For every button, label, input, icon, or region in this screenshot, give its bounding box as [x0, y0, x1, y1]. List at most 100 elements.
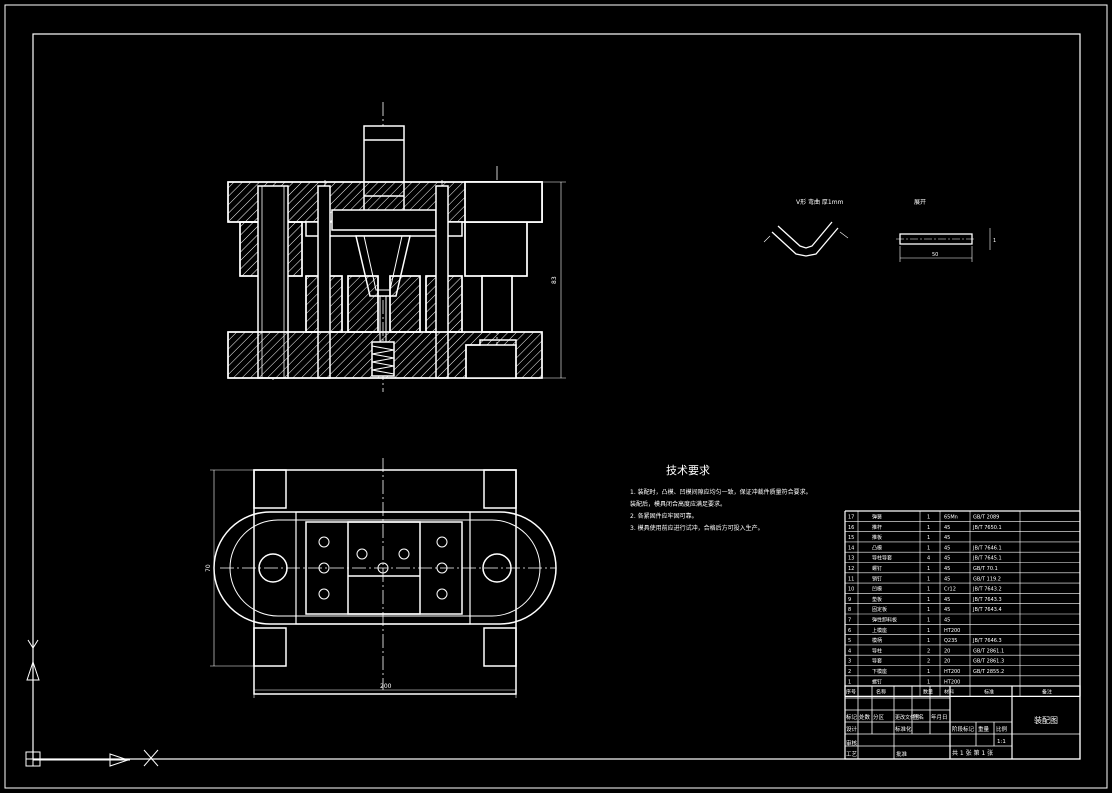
tech-req-line-3: 2. 各紧固件应牢固可靠。 [630, 512, 698, 520]
inner-border [32, 33, 1081, 760]
bom-cell-material: 45 [944, 556, 950, 562]
bom-cell-material: HT200 [944, 679, 960, 685]
bom-cell-qty: 1 [927, 638, 930, 644]
bom-cell-qty: 1 [927, 515, 930, 521]
bom-cell-name: 下模座 [872, 668, 887, 675]
ucs-icon [25, 639, 159, 767]
plan-height-dim: 70 [205, 564, 212, 572]
bom-cell-no: 3 [848, 659, 851, 665]
bom-cell-name: 推杆 [872, 524, 882, 531]
tb-approve: 批准 [896, 750, 908, 758]
bom-cell-material: 45 [944, 607, 950, 613]
bom-cell-qty: 2 [927, 648, 930, 654]
tech-req-title: 技术要求 [666, 464, 710, 477]
plan-width-dim: 200 [380, 683, 392, 690]
bom-cell-note: GB/T 119.2 [973, 576, 1001, 582]
section-view [227, 102, 566, 392]
tb-zone: 分区 [873, 713, 885, 721]
bom-cell-no: 15 [848, 535, 854, 541]
title-block [844, 685, 1081, 760]
bom-cell-note: JB/T 7650.1 [972, 525, 1002, 531]
bom-header-standard: 标准 [984, 689, 994, 696]
bom-cell-note: JB/T 7643.2 [972, 587, 1002, 593]
tb-process: 工艺 [846, 751, 858, 758]
bom-cell-material: 45 [944, 525, 950, 531]
bom-cell-no: 2 [848, 669, 851, 675]
bom-cell-no: 10 [848, 587, 854, 593]
bom-cell-note: GB/T 2861.1 [973, 648, 1004, 654]
tb-count: 处数 [859, 713, 871, 721]
tech-req-line-1: 1. 装配时，凸模、凹模间隙应均匀一致，保证冲裁件质量符合要求。 [630, 488, 812, 496]
tb-sign: 签名 [913, 713, 924, 721]
bom-cell-no: 12 [848, 566, 854, 572]
bom-cell-qty: 1 [927, 597, 930, 603]
bom-cell-qty: 1 [927, 535, 930, 541]
bom-cell-name: 导柱导套 [872, 555, 892, 562]
bom-cell-material: 45 [944, 566, 950, 572]
tb-mark: 标记 [846, 713, 858, 721]
bom-cell-qty: 1 [927, 628, 930, 634]
blank-part-sketch [896, 228, 991, 262]
bom-cell-note: JB/T 7645.1 [972, 556, 1002, 562]
bom-cell-note: JB/T 7643.4 [972, 607, 1002, 613]
section-height-dim: 83 [551, 276, 558, 284]
bom-cell-name: 弹性卸料板 [872, 617, 897, 624]
bom-cell-no: 1 [848, 679, 851, 685]
bom-cell-material: 65Mn [944, 515, 958, 521]
tech-req-line-4: 3. 模具使用前应进行试冲，合格后方可投入生产。 [630, 524, 764, 532]
bom-cell-no: 13 [848, 556, 854, 562]
bom-header-name: 名称 [876, 689, 886, 696]
bom-cell-material: 45 [944, 545, 950, 551]
bom-cell-no: 11 [848, 576, 854, 582]
bom-cell-name: 导套 [872, 658, 882, 665]
bom-cell-name: 销钉 [872, 575, 882, 582]
blank-part-label: 展开 [914, 199, 926, 206]
bom-cell-no: 17 [848, 515, 854, 521]
plan-view [210, 458, 557, 698]
bom-cell-note: JB/T 7646.1 [972, 545, 1002, 551]
bom-cell-name: 垫板 [872, 596, 882, 603]
bom-cell-qty: 1 [927, 607, 930, 613]
blank-length-dim: 50 [932, 252, 938, 258]
bom-cell-no: 9 [848, 597, 851, 603]
bom-header-note: 备注 [1042, 689, 1052, 696]
bom-cell-material: 20 [944, 648, 950, 654]
bom-cell-name: 凹模 [872, 586, 882, 593]
tb-scale: 比例 [996, 725, 1008, 733]
bom-cell-material: 45 [944, 618, 950, 624]
bom-cell-no: 8 [848, 607, 851, 613]
bom-header-no: 序号 [846, 689, 856, 696]
bom-cell-material: 45 [944, 535, 950, 541]
bom-cell-no: 5 [848, 638, 851, 644]
bom-cell-note: GB/T 70.1 [973, 566, 998, 572]
tb-drawing-name: 装配图 [1034, 715, 1058, 725]
bom-cell-qty: 1 [927, 545, 930, 551]
bom-header-material: 材料 [944, 689, 954, 696]
tb-standardization: 标准化 [895, 725, 912, 733]
tb-stage: 阶段标记 [952, 725, 975, 733]
bom-cell-no: 16 [848, 525, 854, 531]
bom-cell-material: HT200 [944, 669, 960, 675]
tb-review: 审核 [846, 739, 858, 747]
bom-cell-qty: 2 [927, 659, 930, 665]
bom-cell-qty: 1 [927, 679, 930, 685]
bom-cell-no: 6 [848, 628, 851, 634]
bom-cell-material: Cr12 [944, 587, 956, 593]
bom-cell-qty: 1 [927, 525, 930, 531]
bom-cell-material: HT200 [944, 628, 960, 634]
bom-cell-qty: 1 [927, 576, 930, 582]
bom-cell-material: 20 [944, 659, 950, 665]
bom-header-qty: 数量 [923, 689, 933, 696]
bom-cell-note: GB/T 2855.2 [973, 669, 1004, 675]
bom-cell-qty: 4 [927, 556, 930, 562]
bom-cell-name: 推板 [872, 534, 882, 541]
tb-design: 设计 [846, 725, 858, 733]
tb-sheets: 共 1 张 第 1 张 [952, 749, 993, 757]
bom-cell-material: 45 [944, 576, 950, 582]
bom-cell-qty: 1 [927, 587, 930, 593]
bom-cell-name: 固定板 [872, 606, 887, 613]
bom-cell-name: 上模座 [872, 627, 887, 634]
bom-cell-name: 螺钉 [872, 678, 882, 685]
